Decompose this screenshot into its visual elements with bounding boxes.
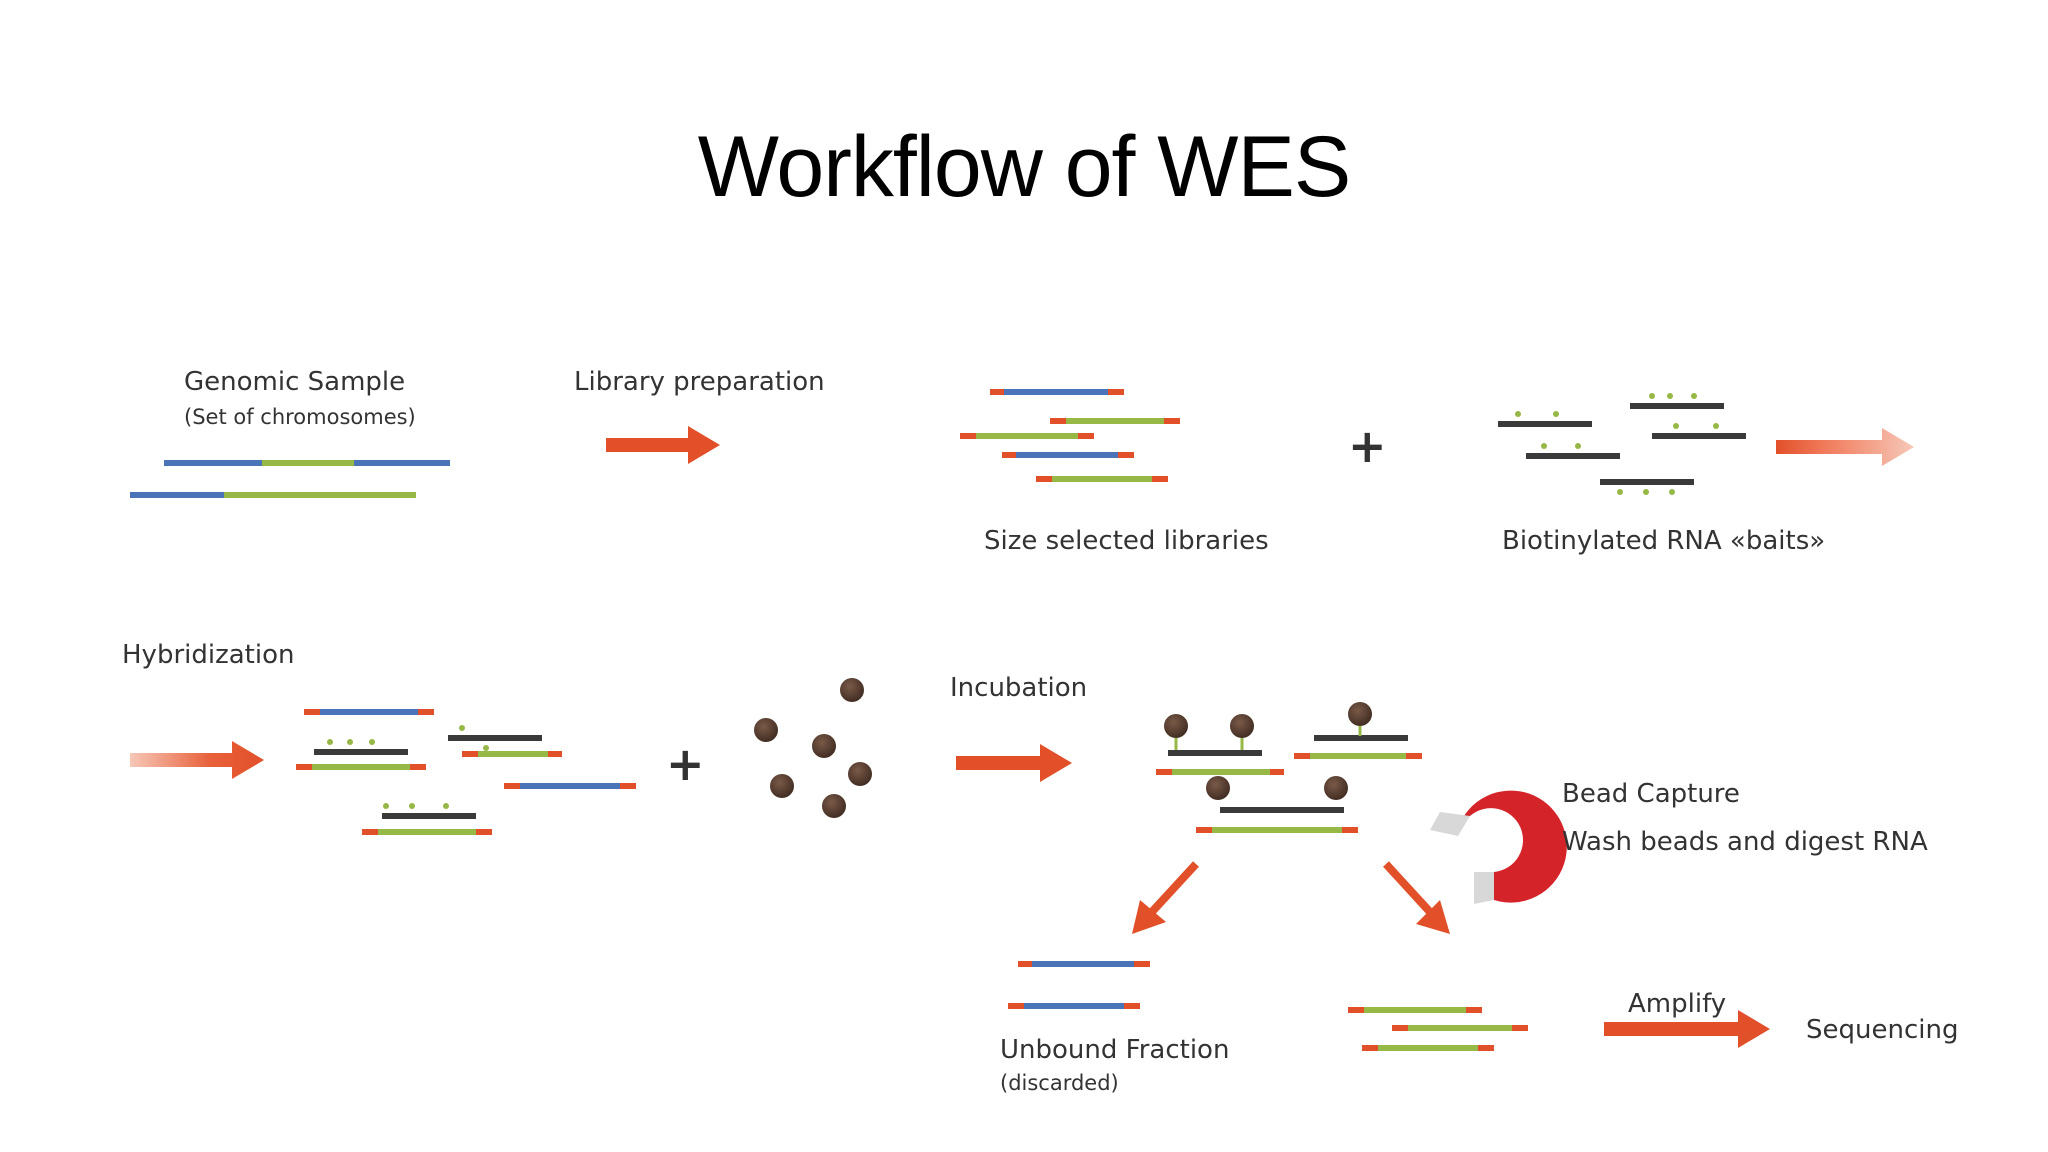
bead xyxy=(840,678,864,702)
genomic-sample-label: Genomic Sample xyxy=(184,367,405,397)
bead-captured-complexes xyxy=(1156,702,1422,833)
slide-title: Workflow of WES xyxy=(697,119,1351,215)
size-selected-label: Size selected libraries xyxy=(984,526,1269,556)
rna-bait xyxy=(382,803,476,819)
chromosomes-sublabel: (Set of chromosomes) xyxy=(184,405,416,429)
sequencing-label: Sequencing xyxy=(1806,1015,1958,1045)
arrow-down-left-icon xyxy=(1132,861,1199,934)
rna-bait xyxy=(1630,393,1724,409)
library-preparation-label: Library preparation xyxy=(574,367,825,397)
hybridization-label: Hybridization xyxy=(122,640,294,670)
amplify-label: Amplify xyxy=(1628,989,1726,1019)
genomic-sample: Genomic Sample (Set of chromosomes) xyxy=(130,367,450,498)
bead xyxy=(822,794,846,818)
arrow-right-icon xyxy=(1604,1010,1770,1048)
bead xyxy=(1230,714,1254,738)
plus-icon: + xyxy=(666,737,705,791)
unbound-fraction: Unbound Fraction (discarded) xyxy=(1000,961,1229,1095)
discarded-sublabel: (discarded) xyxy=(1000,1071,1119,1095)
bead xyxy=(848,762,872,786)
hybridized-fragments xyxy=(296,709,636,835)
rna-bait xyxy=(1498,411,1592,427)
bead xyxy=(754,718,778,742)
rna-bait xyxy=(448,725,542,751)
rna-bait xyxy=(1652,423,1746,439)
baits-label: Biotinylated RNA «baits» xyxy=(1502,526,1825,556)
magnet-icon xyxy=(1430,790,1567,904)
arrow-right-icon xyxy=(956,744,1072,782)
arrow-right-icon xyxy=(606,426,720,464)
bead-capture-label: Bead Capture xyxy=(1562,779,1740,809)
bead xyxy=(1324,776,1348,800)
biotinylated-rna-baits: Biotinylated RNA «baits» xyxy=(1498,393,1825,556)
bead xyxy=(1348,702,1372,726)
size-selected-libraries: Size selected libraries xyxy=(960,389,1269,556)
rna-bait xyxy=(1526,443,1620,459)
arrow-right-icon xyxy=(130,741,264,779)
continue-arrow-icon xyxy=(1776,428,1914,466)
unbound-fraction-label: Unbound Fraction xyxy=(1000,1035,1229,1065)
captured-libraries xyxy=(1348,1007,1528,1051)
bead xyxy=(812,734,836,758)
bead xyxy=(770,774,794,798)
bead xyxy=(1206,776,1230,800)
rna-bait xyxy=(314,739,408,755)
incubation-label: Incubation xyxy=(950,673,1087,703)
arrow-down-right-icon xyxy=(1383,861,1450,934)
plus-icon: + xyxy=(1348,419,1387,473)
wash-beads-label: Wash beads and digest RNA xyxy=(1562,827,1928,857)
rna-bait xyxy=(1600,479,1694,495)
streptavidin-beads xyxy=(754,678,872,818)
bead xyxy=(1164,714,1188,738)
